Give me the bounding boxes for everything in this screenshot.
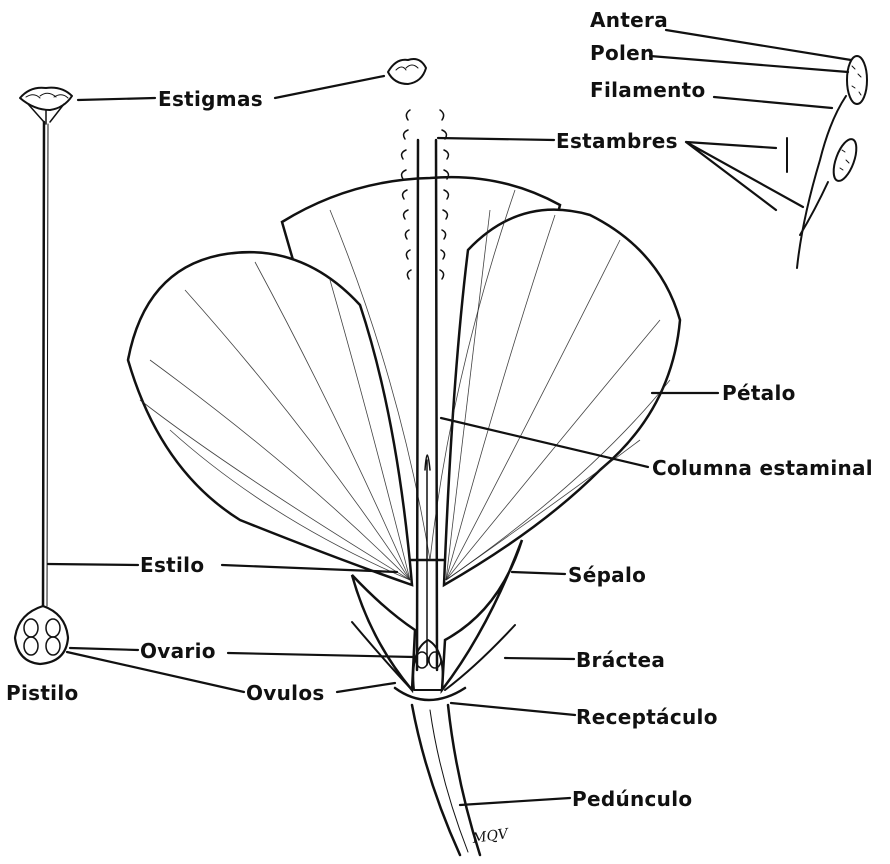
label-estilo: Estilo xyxy=(140,553,204,577)
artist-signature: MQV xyxy=(470,826,511,847)
label-ovario: Ovario xyxy=(140,639,216,663)
label-columna-estaminal: Columna estaminal xyxy=(652,456,873,480)
pistil-illustration xyxy=(15,88,72,664)
stamen-detail-illustration xyxy=(787,56,867,268)
label-sepalo: Sépalo xyxy=(568,563,646,587)
label-estigmas: Estigmas xyxy=(158,87,263,111)
label-estambres: Estambres xyxy=(556,129,678,153)
label-receptaculo: Receptáculo xyxy=(576,705,718,729)
label-polen: Polen xyxy=(590,41,655,65)
label-pedunculo: Pedúnculo xyxy=(572,787,692,811)
label-pistilo: Pistilo xyxy=(6,681,79,705)
right-petal xyxy=(444,210,680,585)
flower-illustration xyxy=(128,59,680,855)
label-bractea: Bráctea xyxy=(576,648,665,672)
label-filamento: Filamento xyxy=(590,78,706,102)
label-petalo: Pétalo xyxy=(722,381,796,405)
label-ovulos: Ovulos xyxy=(246,681,325,705)
label-antera: Antera xyxy=(590,8,668,32)
